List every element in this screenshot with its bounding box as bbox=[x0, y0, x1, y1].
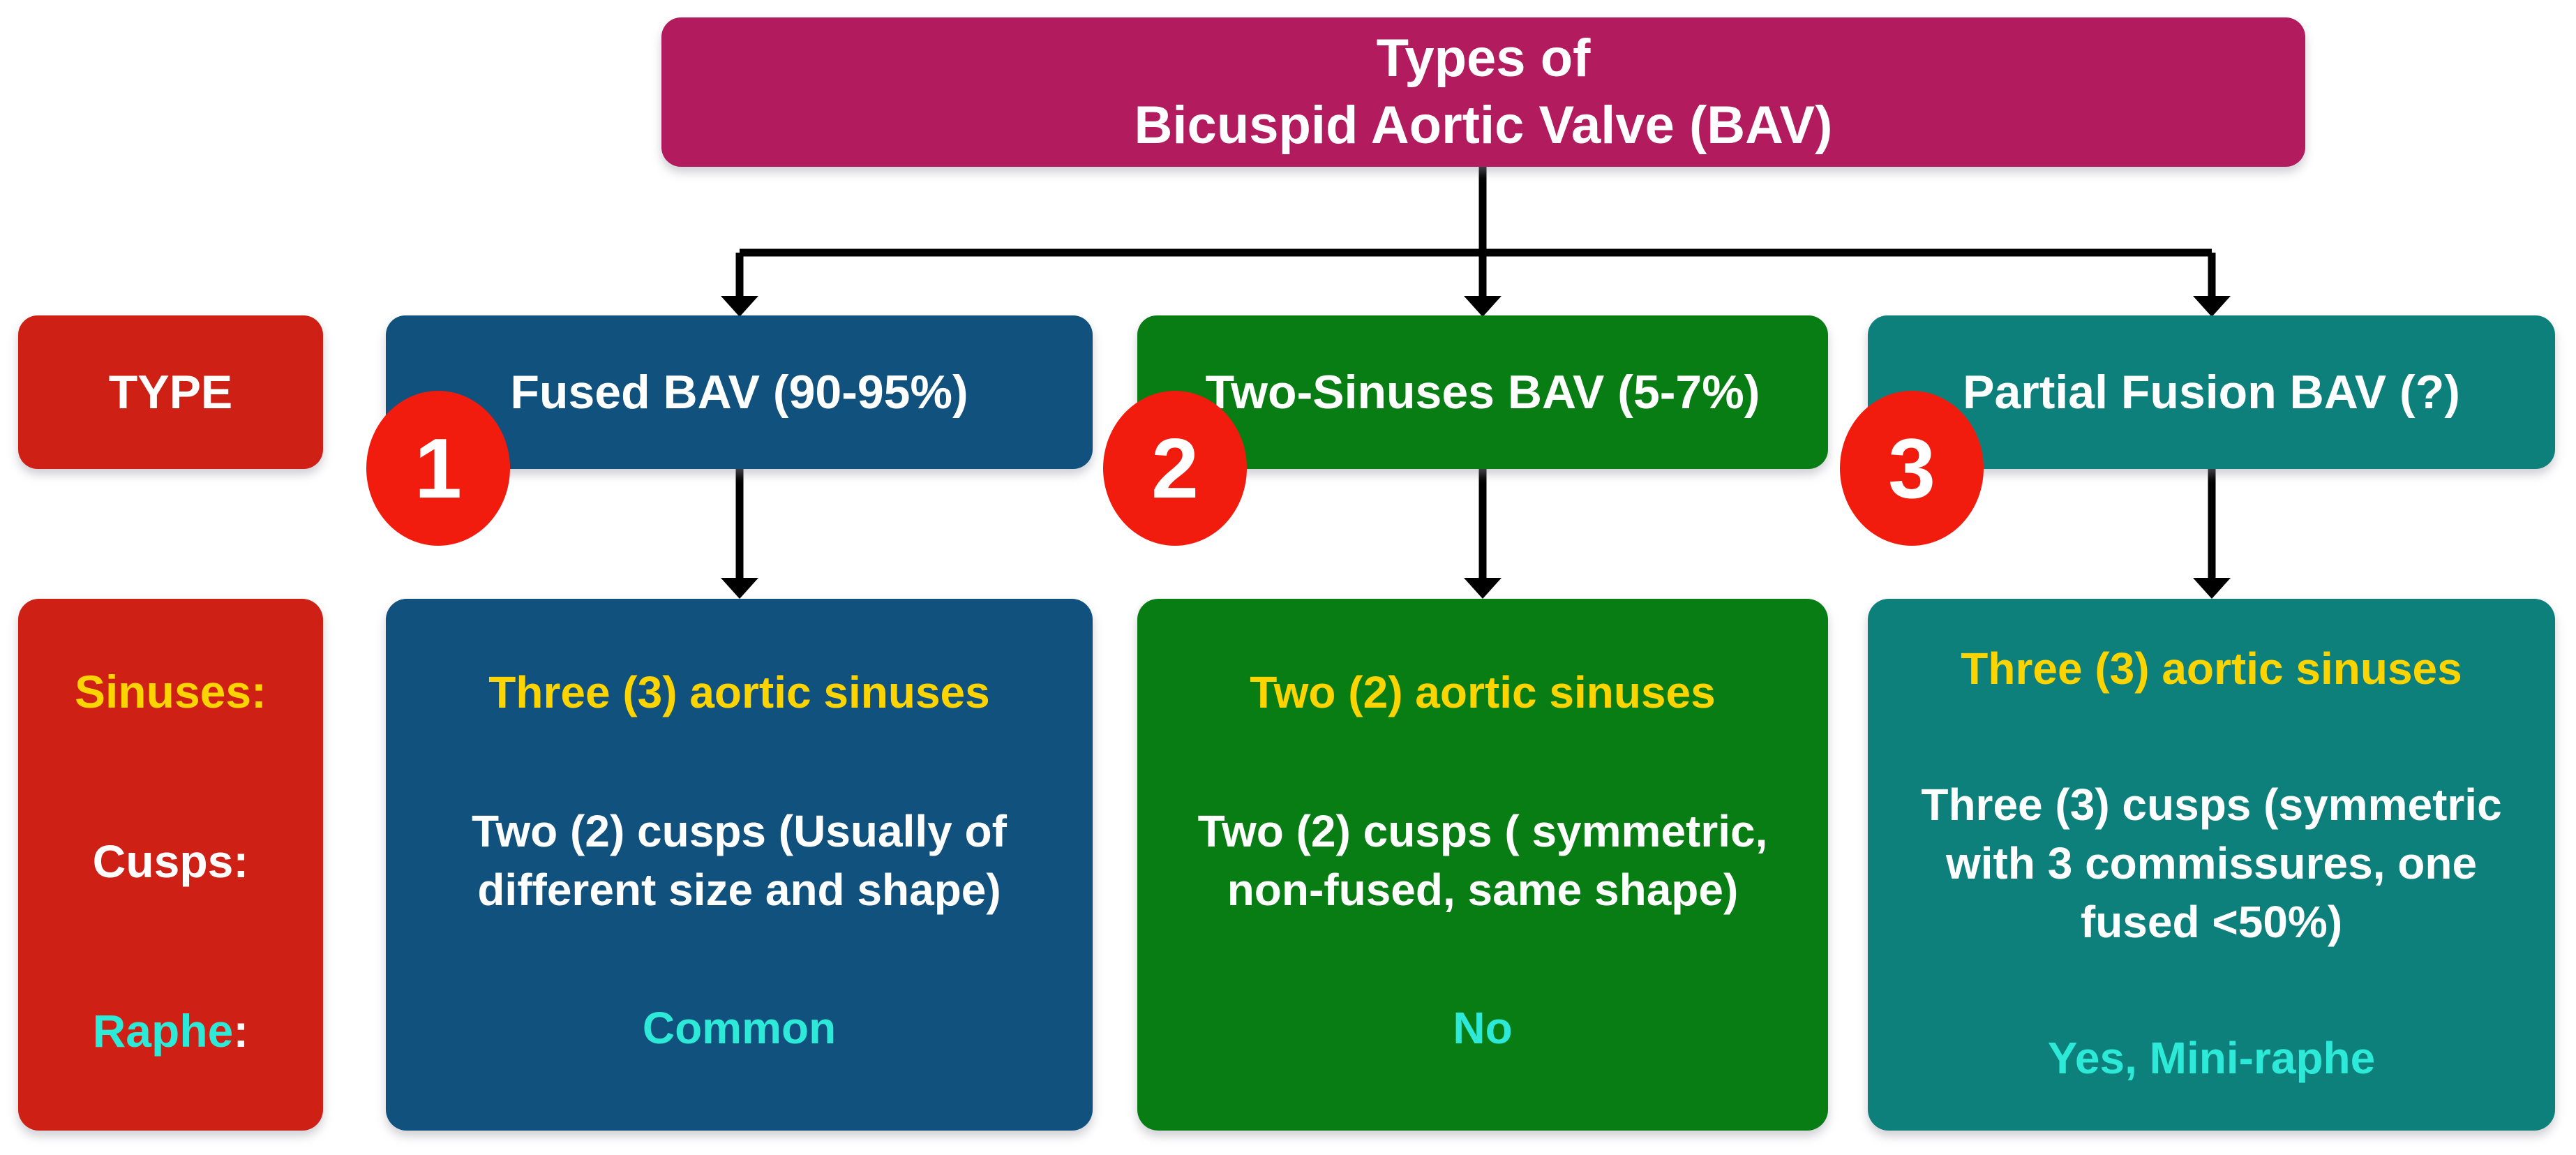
arrow-down-head bbox=[2193, 296, 2231, 317]
header-partial-fusion-bav: Partial Fusion BAV (?) bbox=[1868, 315, 2555, 469]
arrow-down-head bbox=[1464, 296, 1502, 317]
details-partial-fusion-bav: Three (3) aortic sinuses Three (3) cusps… bbox=[1868, 599, 2555, 1131]
sinuses-value: Two (2) aortic sinuses bbox=[1250, 667, 1716, 717]
badge-number: 1 bbox=[414, 421, 462, 516]
badge-number: 2 bbox=[1151, 421, 1199, 516]
row-label-cusps: Cusps: bbox=[92, 835, 249, 887]
header-text: Two-Sinuses BAV (5-7%) bbox=[1205, 366, 1760, 419]
cusps-value: Two (2) cusps (Usually of different size… bbox=[472, 805, 1007, 915]
cusps-value: Two (2) cusps ( symmetric, non-fused, sa… bbox=[1197, 805, 1768, 915]
type-3-badge: 3 bbox=[1840, 391, 1984, 546]
arrow-down-head bbox=[1464, 578, 1502, 599]
row-label-sinuses: Sinuses: bbox=[74, 666, 267, 717]
type-2-badge: 2 bbox=[1103, 391, 1247, 546]
title-line-2: Bicuspid Aortic Valve (BAV) bbox=[1134, 96, 1833, 155]
raphe-value: Yes, Mini-raphe bbox=[2047, 1033, 2376, 1083]
diagram-title: Types of Bicuspid Aortic Valve (BAV) bbox=[661, 17, 2305, 167]
arrow-down-head bbox=[2193, 578, 2231, 599]
cusps-value: Three (3) cusps (symmetric with 3 commis… bbox=[1921, 780, 2502, 947]
type-row-label: TYPE bbox=[18, 315, 323, 469]
badge-number: 3 bbox=[1888, 421, 1935, 516]
header-text: Fused BAV (90-95%) bbox=[510, 366, 968, 419]
sinuses-value: Three (3) aortic sinuses bbox=[488, 667, 990, 717]
header-text: Partial Fusion BAV (?) bbox=[1963, 366, 2460, 419]
header-two-sinuses-bav: Two-Sinuses BAV (5-7%) bbox=[1137, 315, 1828, 469]
sinuses-value: Three (3) aortic sinuses bbox=[1961, 643, 2462, 694]
details-two-sinuses-bav: Two (2) aortic sinuses Two (2) cusps ( s… bbox=[1137, 599, 1828, 1131]
type-1-badge: 1 bbox=[366, 391, 510, 546]
row-labels-box: Sinuses: Cusps: Raphe: bbox=[18, 599, 323, 1131]
row-label-raphe: Raphe: bbox=[93, 1004, 249, 1057]
type-row-label-text: TYPE bbox=[108, 366, 233, 419]
row-label-raphe-text: Raphe bbox=[92, 1005, 234, 1057]
arrow-down-head bbox=[721, 296, 758, 317]
title-line-1: Types of bbox=[1376, 29, 1591, 88]
raphe-value: No bbox=[1453, 1003, 1513, 1053]
row-label-raphe-colon: : bbox=[233, 1005, 249, 1057]
details-fused-bav: Three (3) aortic sinuses Two (2) cusps (… bbox=[386, 599, 1093, 1131]
raphe-value: Common bbox=[642, 1003, 837, 1053]
arrow-down-head bbox=[721, 578, 758, 599]
